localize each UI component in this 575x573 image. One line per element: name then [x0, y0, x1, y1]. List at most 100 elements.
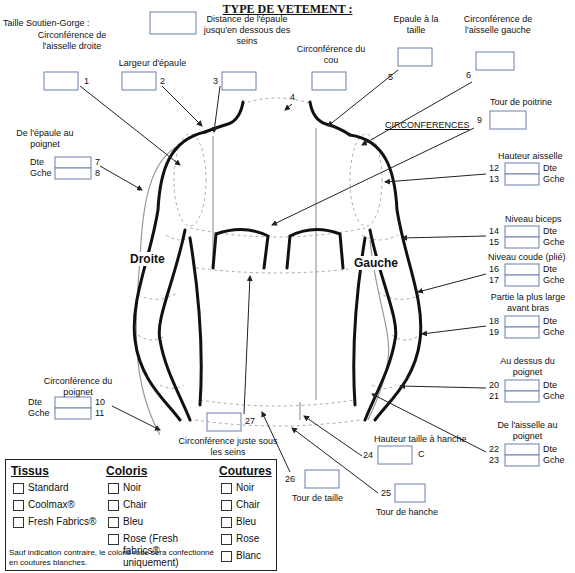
checkbox: [221, 483, 232, 494]
checkbox: [221, 500, 232, 511]
callout-number: 27: [245, 416, 255, 427]
column-heading: Tissus: [11, 464, 49, 478]
field-label: Dte: [30, 157, 44, 168]
field-label: Niveau coude (plié): [488, 252, 566, 263]
callout-number: 23: [489, 455, 499, 466]
field-label: Gche: [543, 174, 565, 185]
field-label: Dte: [28, 397, 42, 408]
field-label: Hauteur aisselle: [498, 151, 563, 162]
option-label: Bleu: [236, 516, 256, 528]
option-label: Standard: [28, 482, 69, 494]
callout-number: 21: [489, 391, 499, 402]
field-label: Dte: [543, 163, 557, 174]
field-label: Epaule à la taille: [384, 14, 448, 36]
field-label: De l'épaule au poignet: [5, 128, 85, 150]
checkbox: [13, 483, 24, 494]
body-outline: [134, 102, 421, 420]
field-label: Circonférence du cou: [296, 44, 366, 66]
option-label: Coolmax®: [28, 499, 75, 511]
field-label: Gche: [30, 168, 52, 179]
field-label: Droite: [128, 252, 167, 266]
field-label: Distance de l'épaule jusqu'en dessous de…: [198, 14, 296, 46]
field-label: Gche: [543, 327, 565, 338]
field-label: Au dessus du poignet: [490, 356, 565, 378]
callout-number: 5: [388, 72, 393, 83]
field-label: Dte: [543, 226, 557, 237]
field-label: Partie la plus large avant bras: [488, 292, 568, 314]
callout-number: 2: [160, 76, 165, 87]
callout-number: 25: [381, 488, 391, 499]
option-label: Bleu: [123, 516, 143, 528]
column-heading: Coloris: [106, 464, 147, 478]
field-label: Circonférence de l'aisselle gauche: [458, 14, 538, 36]
callout-number: 15: [489, 237, 499, 248]
callout-number: 17: [489, 275, 499, 286]
field-label: Gche: [543, 275, 565, 286]
note: Sauf indication contraire, le coloris ro…: [9, 548, 214, 568]
field-label: Dte: [543, 444, 557, 455]
callout-number: 6: [466, 70, 471, 81]
input-boxes: [44, 12, 539, 502]
field-label: Tour de poitrine: [490, 97, 552, 108]
field-label: Gche: [543, 455, 565, 466]
callout-number: 11: [95, 408, 104, 419]
callout-number: 13: [489, 174, 499, 185]
option-label: Noir: [236, 482, 254, 494]
measure-circles: [138, 98, 420, 426]
callout-number: 20: [489, 380, 499, 391]
callout-number: 22: [489, 444, 499, 455]
field-label: De l'aisselle au poignet: [490, 420, 565, 442]
field-label: C: [418, 449, 425, 460]
callout-number: 8: [95, 168, 100, 179]
callout-number: 26: [285, 474, 295, 485]
measure-guides: [136, 128, 388, 435]
field-label: Dte: [543, 380, 557, 391]
field-label: Circonférence de l'aisselle droite: [32, 30, 112, 52]
checkbox: [13, 500, 24, 511]
callout-number: 12: [489, 163, 499, 174]
callout-number: 3: [213, 76, 218, 87]
checkbox: [108, 517, 119, 528]
field-label: Largeur d'épaule: [110, 58, 195, 69]
field-label: Gche: [543, 391, 565, 402]
field-label: Taille Soutien-Gorge :: [3, 18, 90, 29]
field-label: Dte: [543, 316, 557, 327]
field-label: Gche: [543, 237, 565, 248]
field-label: Niveau biceps: [505, 214, 562, 225]
field-label: Circonférence juste sous les seins: [178, 436, 278, 458]
callout-number: 19: [489, 327, 499, 338]
option-label: Blanc: [236, 550, 261, 562]
field-label: Hauteur taille à hanche: [374, 434, 467, 445]
field-label: Circonférence du poignet: [38, 376, 118, 398]
checkbox: [221, 551, 232, 562]
checkbox: [221, 517, 232, 528]
checkbox: [13, 517, 24, 528]
callout-number: 4: [290, 92, 295, 103]
callout-number: 24: [363, 450, 373, 461]
checkbox: [108, 534, 119, 545]
column-heading: Coutures: [219, 464, 272, 478]
callout-number: 7: [95, 157, 100, 168]
callout-number: 18: [489, 316, 499, 327]
option-label: Rose: [236, 533, 259, 545]
checkbox: [221, 534, 232, 545]
callout-number: 14: [489, 226, 499, 237]
callout-number: 16: [489, 264, 499, 275]
field-label: CIRCONFERENCES: [385, 120, 470, 131]
field-label: Gauche: [352, 256, 400, 270]
callout-number: 1: [84, 76, 89, 87]
leader-lines: [80, 70, 486, 493]
callout-number: 9: [477, 115, 482, 126]
checkbox: [108, 500, 119, 511]
field-label: Tour de hanche: [376, 507, 438, 518]
field-label: Tour de taille: [292, 493, 343, 504]
option-label: Fresh Fabrics®: [28, 516, 97, 528]
option-label: Chair: [123, 499, 147, 511]
field-label: Gche: [28, 408, 50, 419]
field-label: Dte: [543, 264, 557, 275]
option-label: Noir: [123, 482, 141, 494]
options-table: Tissus Coloris CouturesStandardCoolmax® Fre…: [5, 459, 277, 571]
checkbox: [108, 483, 119, 494]
option-label: Chair: [236, 499, 260, 511]
callout-number: 10: [95, 397, 105, 408]
